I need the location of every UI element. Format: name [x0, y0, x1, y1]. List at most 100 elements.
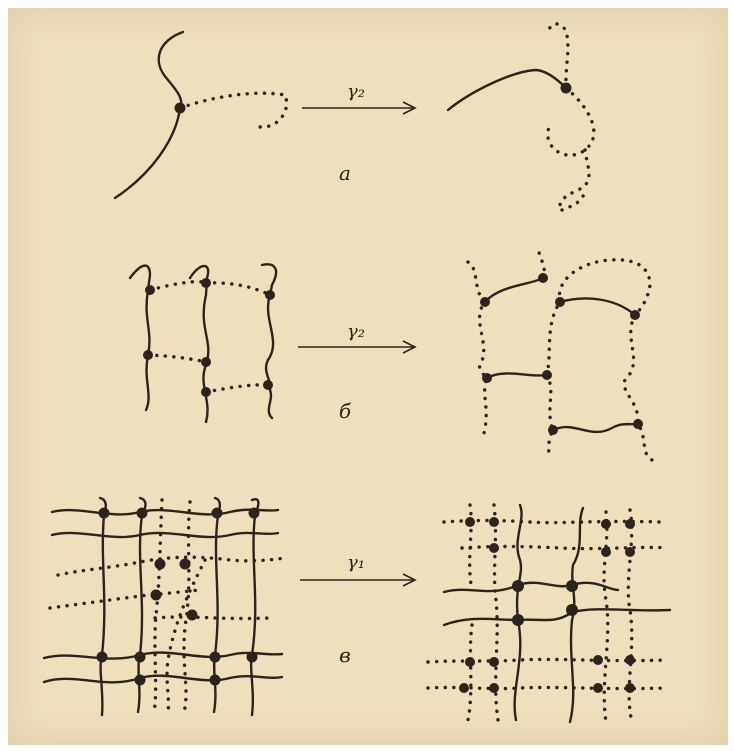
- panel-a-after: [448, 24, 594, 210]
- degraded-chain: [548, 88, 594, 210]
- degraded-chain: [50, 590, 200, 608]
- panel-label: б: [339, 399, 352, 423]
- crosslink-node: [465, 517, 475, 527]
- arrow-label: γ₂: [347, 81, 365, 102]
- polymer-chain: [553, 424, 638, 432]
- crosslink-node: [135, 652, 146, 663]
- crosslink-node: [601, 519, 611, 529]
- panel-c-before: [44, 498, 285, 715]
- crosslink-node: [566, 580, 578, 592]
- crosslink-node: [465, 657, 475, 667]
- crosslink-node: [135, 675, 146, 686]
- crosslink-node: [210, 652, 221, 663]
- crosslink-node: [512, 614, 524, 626]
- panel-c-after: [428, 505, 670, 722]
- crosslink-node: [625, 683, 635, 693]
- crosslink-node: [155, 559, 166, 570]
- crosslink-node: [625, 547, 635, 557]
- degraded-chain: [167, 560, 205, 712]
- crosslink-node: [480, 297, 490, 307]
- crosslink-node: [625, 655, 635, 665]
- polymer-chain: [444, 609, 670, 625]
- panel-label: в: [339, 643, 351, 667]
- crosslink-node: [482, 373, 492, 383]
- panel-a-before: [115, 32, 287, 198]
- polymer-chain: [485, 278, 543, 302]
- panel-b-before: [130, 264, 276, 422]
- crosslink-node: [489, 517, 499, 527]
- crosslink-node: [137, 508, 148, 519]
- degraded-chain: [559, 260, 650, 315]
- arrow-label: γ₂: [347, 321, 365, 342]
- polymer-chain: [52, 510, 278, 515]
- polymer-chain: [560, 298, 635, 315]
- crosslink-node: [512, 580, 524, 592]
- degraded-chain: [548, 24, 568, 88]
- polymer-chain: [52, 533, 278, 537]
- arrow-label: γ₁: [347, 552, 365, 573]
- crosslink-node: [263, 380, 273, 390]
- polymer-chain: [262, 264, 276, 418]
- crosslink-node: [459, 683, 469, 693]
- degraded-chain: [206, 385, 268, 392]
- crosslink-node: [210, 675, 221, 686]
- crosslink-node: [489, 657, 499, 667]
- crosslink-node: [555, 297, 565, 307]
- crosslink-node: [247, 652, 258, 663]
- crosslink-node: [630, 310, 640, 320]
- crosslink-node: [593, 655, 603, 665]
- arrow-a: γ₂: [302, 81, 415, 114]
- crosslink-node: [633, 419, 643, 429]
- crosslink-node: [265, 290, 275, 300]
- crosslink-node: [249, 508, 260, 519]
- crosslink-node: [151, 590, 162, 601]
- arrow-c: γ₁: [300, 552, 415, 586]
- panel-c: γ₁: [44, 498, 670, 722]
- degraded-chain: [468, 262, 487, 440]
- panel-a: γ₂ а: [115, 24, 594, 210]
- crosslink-node: [145, 285, 155, 295]
- polymer-chain: [44, 676, 282, 683]
- crosslink-node: [566, 604, 578, 616]
- crosslink-node: [625, 519, 635, 529]
- polymer-chain: [251, 499, 258, 715]
- panel-b: γ₂ б: [130, 248, 652, 460]
- crosslink-node: [201, 357, 211, 367]
- degraded-chain: [155, 617, 270, 618]
- polymer-chain: [444, 583, 618, 592]
- crosslink-node: [548, 425, 558, 435]
- crosslink-node: [99, 508, 110, 519]
- crosslink-node: [201, 278, 211, 288]
- degraded-chain: [547, 302, 560, 375]
- degraded-chain: [148, 355, 206, 362]
- crosslink-node: [561, 83, 572, 94]
- crosslink-node: [97, 652, 108, 663]
- crosslink-node: [538, 273, 548, 283]
- panel-label: а: [339, 161, 351, 185]
- crosslink-node: [175, 103, 186, 114]
- crosslink-node: [143, 350, 153, 360]
- panel-b-after: [468, 248, 652, 460]
- crosslink-node: [593, 683, 603, 693]
- polymer-chain: [487, 373, 547, 378]
- degraded-chain: [58, 557, 285, 575]
- crosslink-node: [601, 547, 611, 557]
- polymer-chain: [448, 70, 566, 110]
- crosslink-node: [212, 508, 223, 519]
- degraded-chain: [180, 93, 287, 127]
- polymer-chain: [190, 266, 208, 422]
- crosslink-node: [489, 543, 499, 553]
- degraded-chain: [546, 375, 553, 458]
- polymer-chain: [115, 32, 183, 198]
- degraded-chain: [604, 512, 608, 722]
- crosslink-node: [180, 559, 191, 570]
- arrow-b: γ₂: [298, 321, 415, 353]
- crosslink-node: [489, 683, 499, 693]
- crosslink-node: [201, 387, 211, 397]
- polymer-chain: [44, 653, 282, 659]
- degraded-chain: [624, 315, 652, 460]
- crosslink-node: [187, 610, 198, 621]
- crosslink-node: [542, 370, 552, 380]
